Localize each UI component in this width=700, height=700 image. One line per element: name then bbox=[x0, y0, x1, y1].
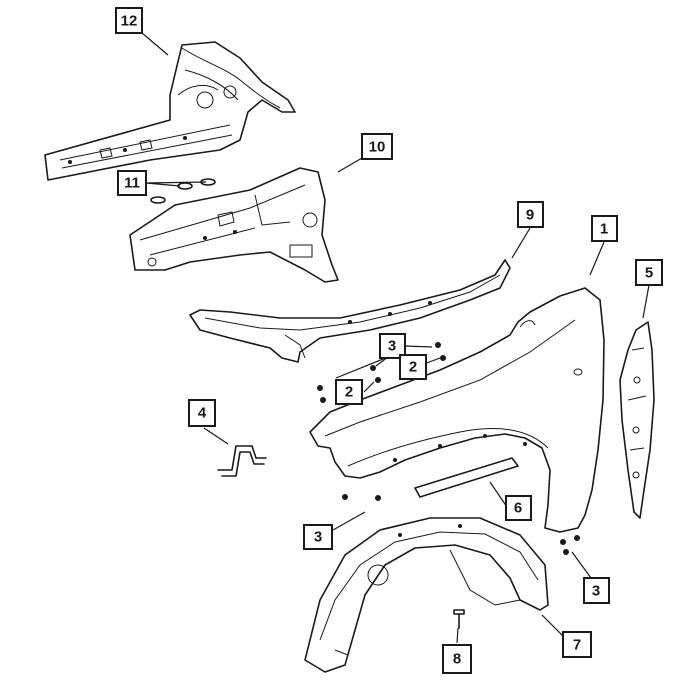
callout-8: 8 bbox=[442, 644, 472, 674]
callout-11: 11 bbox=[117, 170, 147, 196]
callout-9: 9 bbox=[517, 201, 544, 228]
callout-5: 5 bbox=[635, 259, 663, 286]
part-frame-rail bbox=[44, 41, 296, 181]
leader-lines bbox=[141, 32, 650, 644]
callout-10: 10 bbox=[361, 133, 393, 160]
part-apron-panel bbox=[129, 167, 339, 283]
svg-text:3: 3 bbox=[314, 529, 322, 546]
svg-text:11: 11 bbox=[124, 175, 140, 192]
svg-text:1: 1 bbox=[600, 221, 608, 238]
fasteners bbox=[317, 342, 580, 555]
callout-12: 12 bbox=[115, 7, 143, 34]
callout-2-right: 2 bbox=[399, 354, 427, 380]
svg-text:3: 3 bbox=[592, 583, 600, 600]
svg-text:9: 9 bbox=[526, 207, 534, 224]
svg-text:2: 2 bbox=[409, 359, 417, 376]
callout-7: 7 bbox=[562, 631, 592, 658]
callout-6: 6 bbox=[505, 495, 532, 521]
svg-text:8: 8 bbox=[453, 651, 461, 668]
svg-text:4: 4 bbox=[198, 405, 207, 422]
callout-3-right: 3 bbox=[583, 577, 610, 604]
part-molding-strip bbox=[414, 457, 519, 498]
part-upper-bracket bbox=[189, 259, 511, 363]
callout-3-left: 3 bbox=[303, 524, 333, 550]
part-bracket bbox=[217, 445, 267, 477]
svg-text:6: 6 bbox=[514, 500, 522, 517]
part-screw bbox=[453, 609, 465, 629]
part-wheelhouse-liner bbox=[304, 517, 549, 673]
callout-2-left: 2 bbox=[335, 379, 363, 405]
svg-text:3: 3 bbox=[388, 338, 396, 355]
callout-1: 1 bbox=[591, 215, 618, 242]
svg-text:10: 10 bbox=[369, 139, 386, 156]
part-fender-seal bbox=[619, 321, 655, 519]
svg-text:5: 5 bbox=[645, 265, 653, 282]
svg-text:2: 2 bbox=[345, 384, 353, 401]
svg-text:7: 7 bbox=[573, 637, 581, 654]
part-front-fender bbox=[309, 287, 605, 533]
callout-4: 4 bbox=[188, 399, 216, 427]
svg-text:12: 12 bbox=[121, 13, 138, 30]
